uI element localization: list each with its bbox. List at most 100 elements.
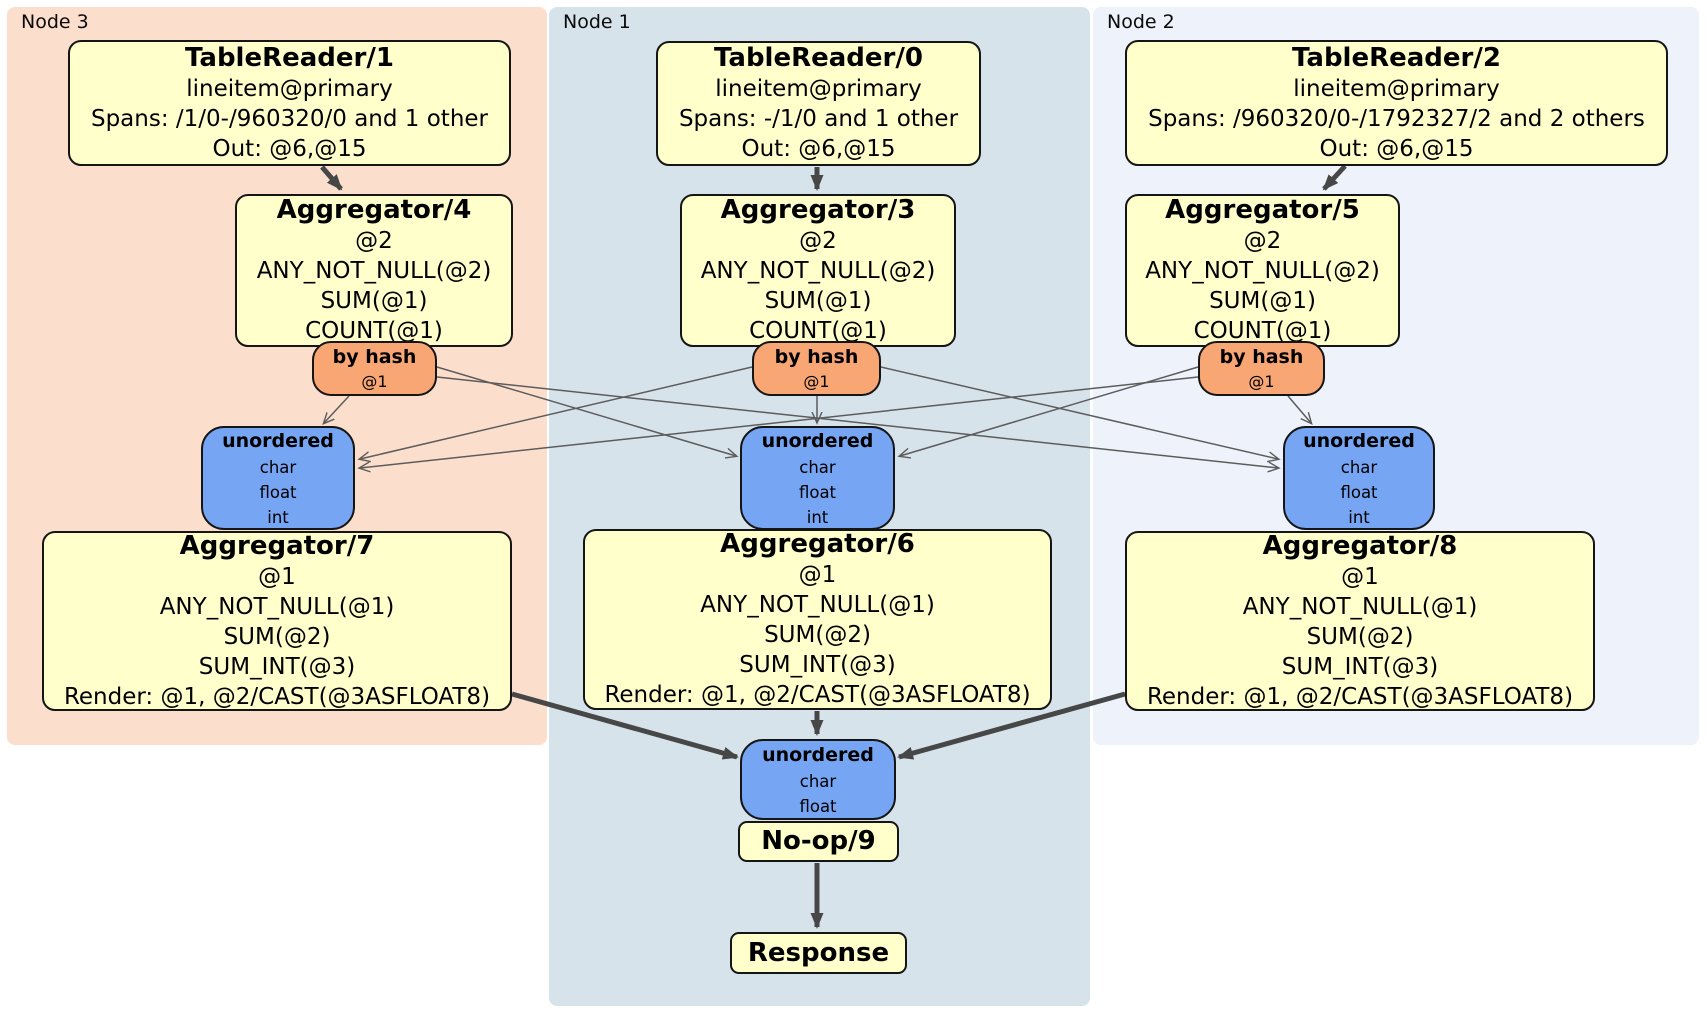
node2-panel-label: Node 2 [1107, 11, 1175, 33]
router-by-hash-node2: by hash @1 [1198, 341, 1325, 396]
edge-hash3-to-unordered3 [324, 395, 350, 423]
router-title: by hash [1219, 346, 1304, 368]
processor-aggregator-4: Aggregator/4 @2 ANY_NOT_NULL(@2) SUM(@1)… [235, 194, 513, 347]
processor-title: Aggregator/5 [1165, 195, 1360, 225]
processor-title: Aggregator/6 [720, 529, 915, 559]
processor-detail: lineitem@primary [715, 76, 922, 102]
router-by-hash-node1: by hash @1 [752, 341, 881, 396]
processor-tablereader-2: TableReader/2 lineitem@primary Spans: /9… [1125, 40, 1668, 166]
processor-title: TableReader/0 [714, 43, 923, 73]
processor-detail: Spans: /1/0-/960320/0 and 1 other [90, 105, 489, 132]
sync-detail: int [1348, 507, 1370, 527]
processor-detail: @2 [355, 228, 393, 254]
processor-aggregator-7: Aggregator/7 @1 ANY_NOT_NULL(@1) SUM(@2)… [42, 531, 512, 711]
sync-unordered-node3: unordered char float int [201, 426, 355, 530]
node3-panel-label: Node 3 [21, 11, 89, 33]
edge-hash1-to-unordered2 [880, 366, 1278, 459]
processor-detail: ANY_NOT_NULL(@2) [256, 258, 492, 284]
processor-detail: SUM(@1) [1209, 288, 1316, 314]
processor-detail: ANY_NOT_NULL(@2) [1145, 258, 1380, 284]
edge-tablereader2-to-aggregator5 [1322, 164, 1347, 191]
processor-detail: SUM_INT(@3) [739, 652, 896, 678]
processor-detail: COUNT(@1) [305, 318, 443, 344]
sync-detail: float [799, 796, 837, 816]
sync-detail: char [1340, 457, 1378, 477]
processor-detail: SUM(@1) [764, 288, 872, 314]
processor-detail: Out: @6,@15 [212, 135, 367, 162]
sync-title: unordered [222, 429, 334, 452]
sync-unordered-node1: unordered char float int [740, 426, 895, 530]
processor-detail: COUNT(@1) [749, 318, 887, 344]
processor-detail: SUM_INT(@3) [198, 653, 356, 680]
sync-detail: int [267, 507, 289, 527]
sync-detail: int [806, 507, 829, 527]
processor-detail: lineitem@primary [186, 75, 393, 102]
sync-detail: float [259, 482, 297, 502]
processor-detail: Out: @6,@15 [1319, 135, 1474, 162]
edge-aggregator8-to-unordered-final [897, 691, 1126, 760]
processor-title: Aggregator/8 [1262, 530, 1458, 561]
sync-title: unordered [762, 743, 874, 766]
edge-hash1-to-unordered3 [360, 366, 753, 459]
router-by-hash-node3: by hash @1 [312, 341, 437, 396]
edge-hash2-to-unordered1 [900, 366, 1199, 456]
processor-aggregator-3: Aggregator/3 @2 ANY_NOT_NULL(@2) SUM(@1)… [680, 194, 956, 347]
router-detail: @1 [803, 372, 830, 391]
processor-detail: SUM(@2) [764, 622, 871, 648]
edge-hash2-to-unordered3 [360, 376, 1199, 468]
processor-detail: SUM(@1) [320, 288, 428, 314]
processor-aggregator-6: Aggregator/6 @1 ANY_NOT_NULL(@1) SUM(@2)… [583, 529, 1052, 710]
processor-title: TableReader/2 [1292, 42, 1501, 73]
edge-hash3-to-unordered2 [436, 376, 1278, 468]
processor-detail: @1 [1341, 563, 1379, 590]
processor-detail: lineitem@primary [1293, 75, 1500, 102]
sync-detail: char [259, 457, 297, 477]
processor-detail: @2 [1243, 228, 1282, 254]
processor-detail: Out: @6,@15 [741, 136, 896, 162]
processor-aggregator-5: Aggregator/5 @2 ANY_NOT_NULL(@2) SUM(@1)… [1125, 194, 1400, 347]
processor-detail: ANY_NOT_NULL(@1) [700, 592, 935, 618]
processor-detail: ANY_NOT_NULL(@1) [159, 593, 395, 620]
sync-detail: float [1340, 482, 1378, 502]
sync-unordered-node2: unordered char float int [1283, 426, 1435, 530]
processor-title: Aggregator/3 [720, 195, 916, 225]
edge-tablereader1-to-aggregator4 [320, 165, 343, 191]
processor-detail: @2 [799, 228, 837, 254]
processor-noop-9: No-op/9 [738, 821, 899, 862]
edge-hash2-to-unordered2 [1287, 395, 1311, 423]
sync-title: unordered [1303, 429, 1415, 452]
processor-detail: SUM(@2) [1306, 623, 1414, 650]
processor-aggregator-8: Aggregator/8 @1 ANY_NOT_NULL(@1) SUM(@2)… [1125, 531, 1595, 711]
edge-aggregator7-to-unordered-final [511, 691, 739, 760]
sync-detail: char [799, 771, 837, 791]
processor-title: Response [747, 937, 890, 968]
sync-detail: char [799, 457, 836, 477]
processor-detail: Render: @1, @2/CAST(@3ASFLOAT8) [604, 682, 1031, 708]
processor-detail: SUM(@2) [223, 623, 331, 650]
sync-unordered-final: unordered char float [740, 739, 896, 820]
processor-detail: ANY_NOT_NULL(@1) [1242, 593, 1478, 620]
processor-detail: Render: @1, @2/CAST(@3ASFLOAT8) [1146, 683, 1574, 710]
processor-response: Response [730, 932, 907, 974]
processor-detail: ANY_NOT_NULL(@2) [700, 258, 936, 284]
processor-detail: Spans: /960320/0-/1792327/2 and 2 others [1148, 105, 1645, 132]
router-title: by hash [774, 346, 859, 368]
processor-detail: Render: @1, @2/CAST(@3ASFLOAT8) [63, 683, 491, 710]
processor-title: Aggregator/7 [179, 530, 375, 561]
processor-tablereader-0: TableReader/0 lineitem@primary Spans: -/… [656, 41, 981, 166]
router-detail: @1 [361, 372, 388, 391]
router-detail: @1 [1248, 372, 1275, 391]
sync-title: unordered [761, 429, 874, 452]
processor-title: No-op/9 [761, 826, 876, 856]
node1-panel-label: Node 1 [563, 11, 631, 33]
processor-detail: SUM_INT(@3) [1281, 653, 1439, 680]
sync-detail: float [798, 482, 837, 502]
processor-detail: Spans: -/1/0 and 1 other [678, 106, 959, 132]
processor-tablereader-1: TableReader/1 lineitem@primary Spans: /1… [68, 40, 511, 166]
router-title: by hash [332, 346, 417, 368]
processor-detail: @1 [798, 562, 837, 588]
processor-title: TableReader/1 [185, 42, 394, 73]
processor-title: Aggregator/4 [276, 195, 472, 225]
